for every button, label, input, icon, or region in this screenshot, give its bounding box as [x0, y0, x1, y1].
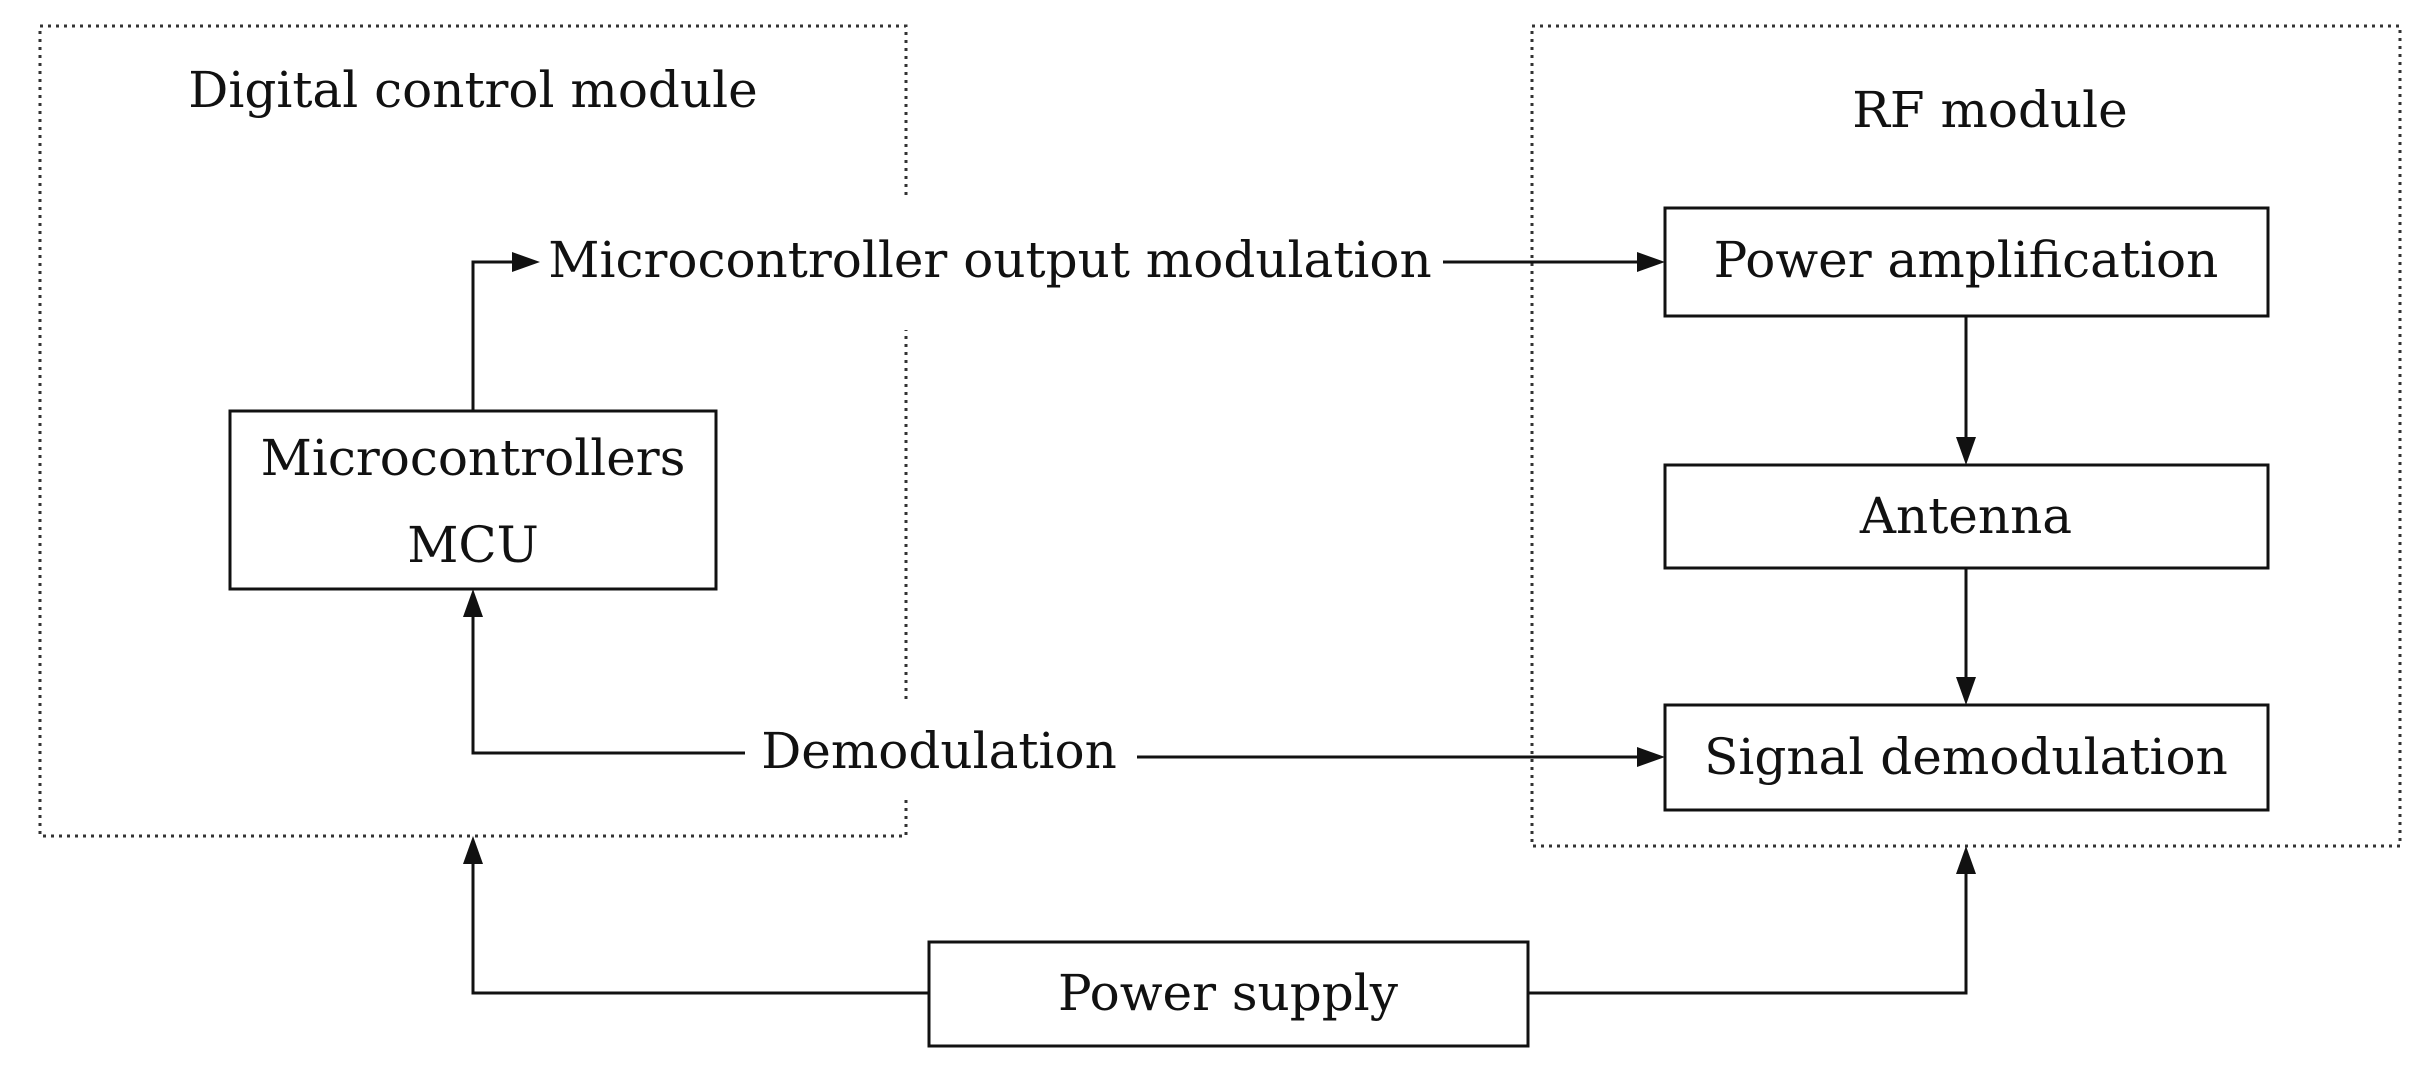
- demodulation-label: Demodulation: [761, 722, 1117, 780]
- mcu-label-line1: Microcontrollers: [261, 429, 686, 487]
- power-supply-to-rf-module-line: [1528, 870, 1968, 995]
- arrowhead-signal-demodulation: [1956, 677, 1976, 705]
- antenna-block: Antenna: [1663, 463, 2270, 570]
- power-supply-to-digital-module-line: [471, 860, 929, 995]
- demodulation-to-mcu-line: [471, 614, 745, 755]
- arrowhead-digital-module: [463, 836, 483, 864]
- boundary-gap-bottom: [895, 700, 917, 800]
- output-modulation-label: Microcontroller output modulation: [548, 231, 1431, 289]
- boundary-gap-top: [895, 200, 917, 330]
- arrowhead-rf-module: [1956, 846, 1976, 874]
- arrowhead-output-modulation: [512, 252, 540, 272]
- power-supply-label: Power supply: [1058, 964, 1399, 1022]
- power-amplification-block: Power amplification: [1663, 206, 2270, 318]
- antenna-label: Antenna: [1859, 487, 2072, 545]
- power-amplification-label: Power amplification: [1714, 231, 2219, 289]
- arrowhead-mcu: [463, 589, 483, 617]
- digital-control-module-title: Digital control module: [188, 61, 757, 119]
- power-supply-block: Power supply: [927, 940, 1530, 1048]
- mcu-to-output-modulation-line: [471, 260, 515, 411]
- rf-module-title: RF module: [1852, 81, 2128, 139]
- arrowhead-antenna: [1956, 437, 1976, 465]
- mcu-label-line2: MCU: [407, 516, 539, 574]
- digital-control-module-region: [38, 24, 908, 838]
- signal-demodulation-block: Signal demodulation: [1663, 703, 2270, 812]
- mcu-block: Microcontrollers MCU: [228, 409, 718, 591]
- arrowhead-power-amplification: [1637, 252, 1665, 272]
- arrowhead-demodulation-right: [1637, 747, 1665, 767]
- signal-demodulation-label: Signal demodulation: [1704, 728, 2228, 786]
